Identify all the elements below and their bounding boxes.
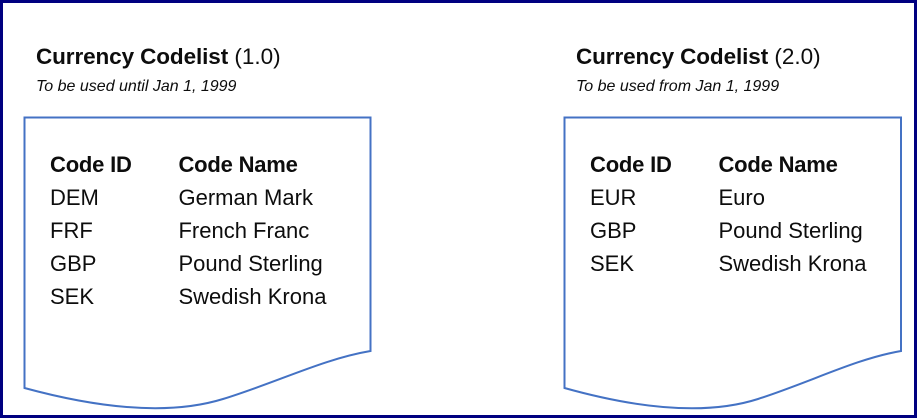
cell-code-id: GBP [50,251,97,276]
codelist-heading-v1: Currency Codelist (1.0) To be used until… [36,43,281,98]
cell-code-id: EUR [590,185,637,210]
column-header-code-id-v2: Code ID [590,152,672,177]
table-row: GBP Pound Sterling [590,214,914,247]
code-table-header-row-v2: Code ID Code Name [590,148,914,181]
document-shape-v2 [563,116,914,413]
document-shape-outline-v1 [23,116,372,410]
table-row: GBP Pound Sterling [50,247,383,280]
codelist-title-name-v1: Currency Codelist [36,44,229,69]
cell-code-id: SEK [590,251,635,276]
codelist-panel-v1: Currency Codelist (1.0) To be used until… [23,43,383,413]
codelist-title-version-v1: (1.0) [234,44,281,69]
table-row: SEK Swedish Krona [590,247,914,280]
document-shape-outline-v2 [563,116,902,410]
table-row: EUR Euro [590,181,914,214]
codelist-title-version-v2: (2.0) [774,44,821,69]
table-row: SEK Swedish Krona [50,280,383,313]
code-table-v1: Code ID Code Name DEM German Mark FRF Fr… [50,148,383,313]
cell-code-id: DEM [50,185,99,210]
document-shape-path-v2 [563,116,902,410]
cell-code-name: Swedish Krona [718,251,867,276]
codelist-title-name-v2: Currency Codelist [576,44,769,69]
codelist-panel-v2: Currency Codelist (2.0) To be used from … [563,43,914,413]
codelist-title-v2: Currency Codelist (2.0) [576,43,821,71]
cell-code-name: Pound Sterling [718,218,863,243]
document-shape-v1 [23,116,383,413]
column-header-code-name-v2: Code Name [718,152,838,177]
column-header-code-id-v1: Code ID [50,152,132,177]
cell-code-name: Swedish Krona [178,284,327,309]
column-header-code-name-v1: Code Name [178,152,298,177]
codelist-title-v1: Currency Codelist (1.0) [36,43,281,71]
cell-code-name: Pound Sterling [178,251,323,276]
codelist-subtitle-v2: To be used from Jan 1, 1999 [576,78,780,95]
cell-code-name: German Mark [178,185,313,210]
cell-code-id: FRF [50,218,93,243]
table-row: DEM German Mark [50,181,383,214]
cell-code-name: Euro [718,185,765,210]
code-table-v2: Code ID Code Name EUR Euro GBP Pound Ste… [590,148,914,280]
codelist-heading-v2: Currency Codelist (2.0) To be used from … [576,43,821,98]
cell-code-name: French Franc [178,218,310,243]
table-row: FRF French Franc [50,214,383,247]
document-shape-path-v1 [23,116,372,410]
codelist-subtitle-v1: To be used until Jan 1, 1999 [36,78,237,95]
cell-code-id: SEK [50,284,95,309]
code-table-header-row-v1: Code ID Code Name [50,148,383,181]
cell-code-id: GBP [590,218,637,243]
